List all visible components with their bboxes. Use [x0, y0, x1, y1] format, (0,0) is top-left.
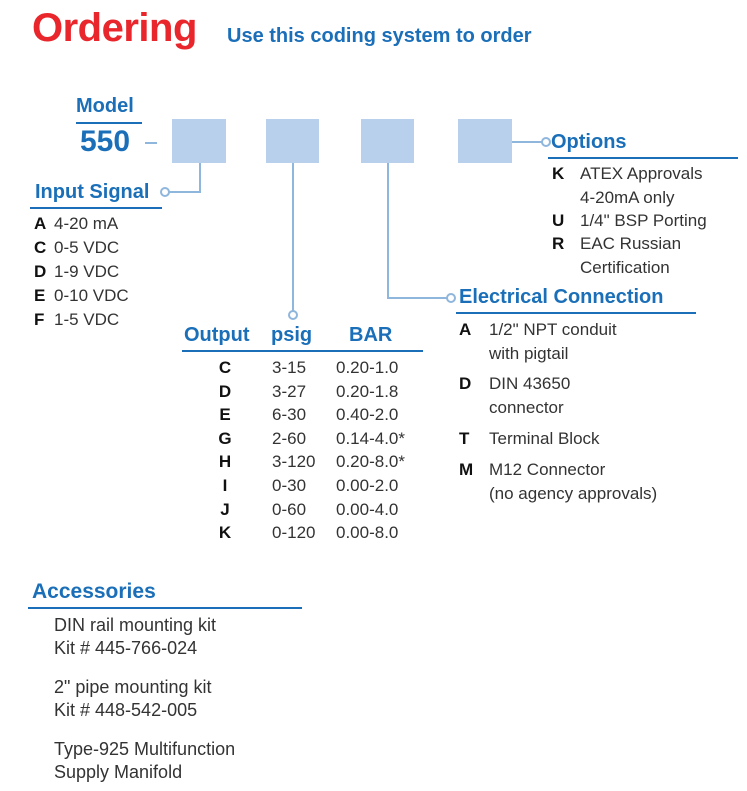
code-box-input-signal	[172, 119, 226, 163]
model-underline	[76, 122, 142, 124]
connector-electrical-h	[387, 297, 447, 299]
page-subtitle: Use this coding system to order	[227, 25, 532, 47]
connector-dot-input	[160, 187, 170, 197]
code-box-output	[266, 119, 319, 163]
code-box-options	[458, 119, 512, 163]
connector-dot-options	[541, 137, 551, 147]
options-underline	[548, 157, 738, 159]
options-item-u: U 1/4" BSP Porting	[552, 211, 707, 230]
output-header: Output	[184, 324, 250, 346]
accessories-title: Accessories	[32, 580, 156, 603]
connector-output-v	[292, 163, 294, 311]
electrical-item-t: T Terminal Block	[459, 429, 600, 448]
electrical-underline	[456, 312, 696, 314]
connector-dot-electrical	[446, 293, 456, 303]
model-number: 550	[80, 125, 131, 158]
bar-header: BAR	[349, 324, 393, 346]
electrical-item-m: M M12 Connector(no agency approvals)	[459, 460, 658, 503]
input-signal-title: Input Signal	[35, 181, 150, 203]
output-underline	[182, 350, 423, 352]
page-title: Ordering	[32, 6, 197, 50]
options-title: Options	[551, 131, 627, 153]
connector-input-h	[169, 191, 201, 193]
accessories-underline	[28, 607, 302, 609]
connector-input-v	[199, 163, 201, 193]
model-dash	[145, 142, 157, 144]
psig-header: psig	[271, 324, 313, 346]
input-signal-underline	[30, 207, 162, 209]
connector-options-h	[512, 141, 542, 143]
connector-electrical-v	[387, 163, 389, 299]
code-box-electrical	[361, 119, 414, 163]
electrical-title: Electrical Connection	[459, 286, 664, 308]
connector-dot-output	[288, 310, 298, 320]
model-label: Model	[76, 95, 134, 117]
